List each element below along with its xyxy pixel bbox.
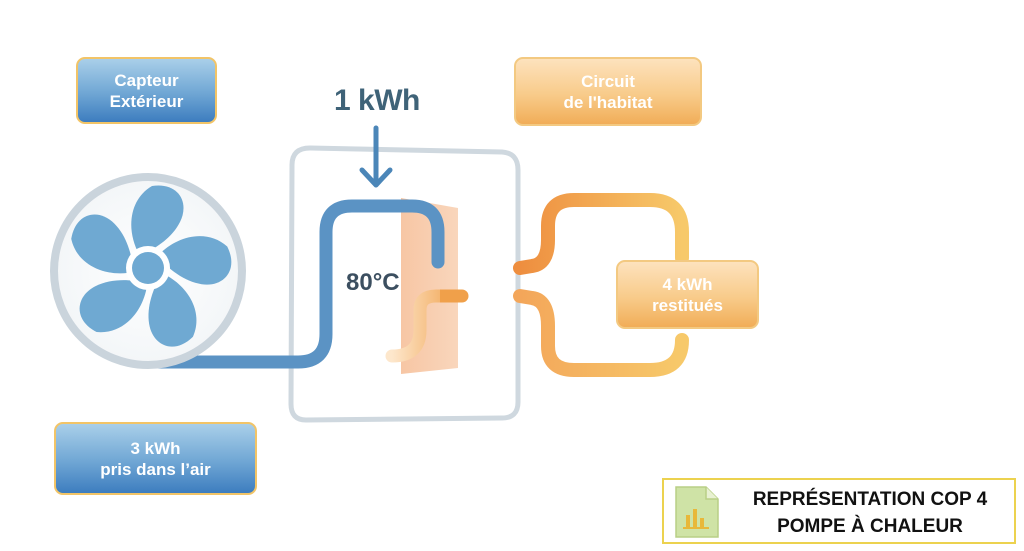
label-kwh-pris-air: 3 kWh pris dans l’air xyxy=(54,422,257,495)
energy-input-label: 1 kWh xyxy=(334,84,420,117)
temperature-label: 80°C xyxy=(346,269,400,296)
label-line: Circuit xyxy=(581,71,635,91)
label-line: 4 kWh xyxy=(662,274,713,294)
badge-line-1: REPRÉSENTATION COP 4 xyxy=(752,489,988,510)
chart-document-icon xyxy=(675,486,719,538)
energy-input-arrow xyxy=(359,125,393,188)
badge-line-2: POMPE À CHALEUR xyxy=(777,516,963,537)
label-line: Capteur xyxy=(114,70,179,90)
label-kwh-restitues: 4 kWh restitués xyxy=(616,260,759,329)
label-line: Extérieur xyxy=(109,91,184,111)
badge-title: REPRÉSENTATION COP 4 POMPE À CHALEUR xyxy=(728,486,1012,540)
hot-circuit-inner xyxy=(385,289,469,363)
hot-loop-lower xyxy=(513,289,689,377)
label-capteur-exterieur: Capteur Extérieur xyxy=(76,57,217,124)
pump-casing xyxy=(288,145,521,423)
fan-icon xyxy=(50,173,246,369)
hot-loop-upper xyxy=(513,193,689,275)
cold-circuit-pipe xyxy=(143,199,445,369)
label-circuit-habitat: Circuit de l'habitat xyxy=(514,57,702,126)
label-line: restitués xyxy=(652,295,723,315)
label-line: de l'habitat xyxy=(563,92,653,112)
title-badge: REPRÉSENTATION COP 4 POMPE À CHALEUR xyxy=(662,478,1016,544)
label-line: pris dans l’air xyxy=(100,459,211,479)
label-line: 3 kWh xyxy=(130,438,181,458)
